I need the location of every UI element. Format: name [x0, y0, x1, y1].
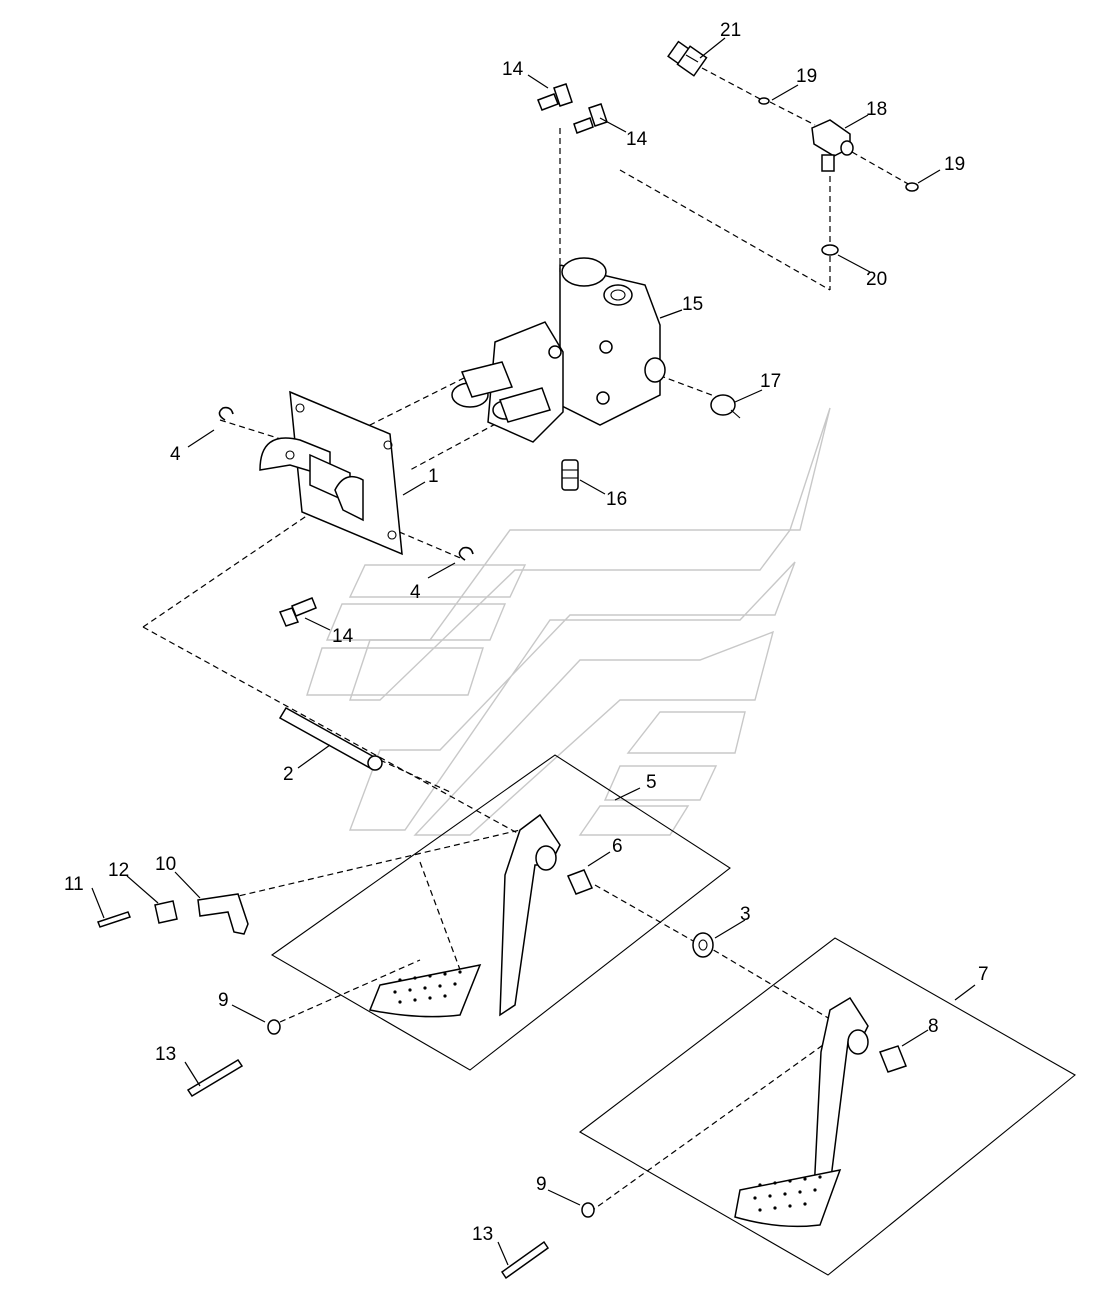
callout-17: 17	[760, 371, 781, 392]
callout-leaders	[91, 37, 976, 1266]
callout-16: 16	[606, 489, 627, 510]
callout-13: 13	[155, 1044, 176, 1065]
callout-9: 9	[536, 1174, 547, 1195]
callout-11: 11	[64, 874, 84, 895]
callout-10: 10	[155, 854, 176, 875]
callout-3: 3	[740, 904, 751, 925]
callout-9: 9	[218, 990, 229, 1011]
callout-1: 1	[428, 466, 439, 487]
callout-4: 4	[170, 444, 181, 465]
part-4-clip-a	[218, 406, 234, 421]
part-20-oring	[821, 244, 839, 256]
part-14-bolt-a	[537, 83, 573, 111]
part-18-elbow	[811, 119, 854, 172]
part-8-bushing	[879, 1045, 907, 1073]
part-21-fitting	[667, 40, 708, 77]
part-17-cap	[710, 394, 741, 419]
callout-14: 14	[332, 626, 354, 647]
callout-4: 4	[410, 582, 421, 603]
part-14-bolt-c	[278, 597, 317, 627]
part-12-plate	[154, 900, 178, 924]
part-5-pedal-assembly	[270, 754, 731, 1071]
callout-21: 21	[720, 20, 741, 41]
part-6-bushing	[566, 869, 594, 895]
part-2-shaft	[278, 706, 383, 771]
part-13-bolt-a	[186, 1058, 244, 1098]
callout-12: 12	[108, 860, 129, 881]
callout-6: 6	[612, 836, 623, 857]
part-9-nut-b	[581, 1202, 595, 1218]
pedal-7-tread	[753, 1175, 822, 1212]
callout-5: 5	[646, 772, 657, 793]
part-13-bolt-b	[500, 1240, 550, 1280]
callout-19: 19	[796, 66, 817, 87]
callout-20: 20	[866, 269, 887, 290]
part-19-oring-b	[905, 182, 919, 192]
part-10-lever	[197, 893, 249, 935]
callout-19: 19	[944, 154, 965, 175]
part-16-fitting	[561, 459, 579, 491]
callout-15: 15	[682, 294, 703, 315]
callout-8: 8	[928, 1016, 939, 1037]
part-19-oring-a	[758, 97, 770, 105]
assembly-lines	[142, 67, 911, 1213]
callout-14: 14	[502, 59, 524, 80]
part-15-brake-valve	[451, 257, 666, 443]
part-7-pedal-assembly	[579, 937, 1076, 1276]
callout-18: 18	[866, 99, 887, 120]
part-1-bracket	[259, 390, 403, 556]
pedal-5-tread	[393, 970, 462, 1004]
part-9-nut-a	[267, 1019, 281, 1035]
callout-7: 7	[978, 964, 989, 985]
part-11-pin	[97, 911, 131, 928]
callout-14: 14	[626, 129, 648, 150]
part-3-washer	[692, 932, 714, 958]
callout-13: 13	[472, 1224, 493, 1245]
part-4-clip-b	[458, 546, 474, 561]
callout-2: 2	[283, 764, 294, 785]
part-14-bolt-b	[573, 103, 608, 134]
